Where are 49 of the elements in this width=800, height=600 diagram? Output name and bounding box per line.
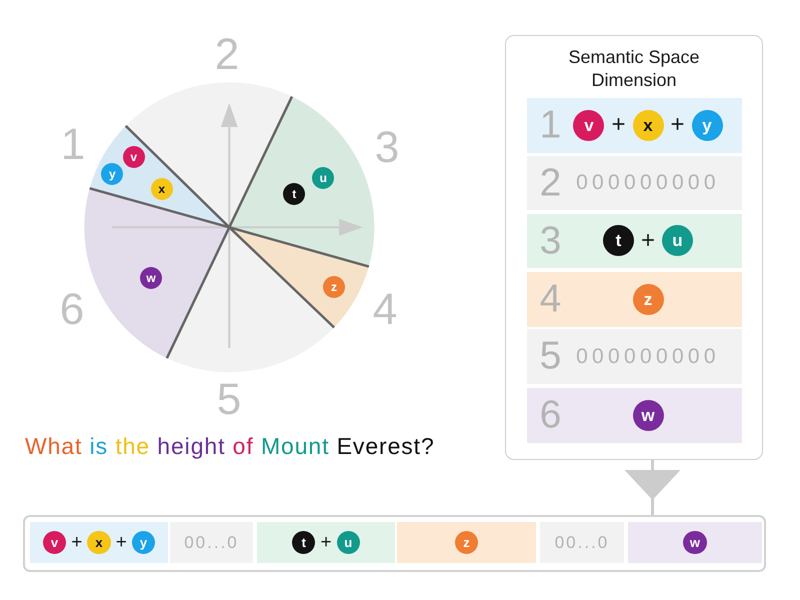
dimension-panel [505, 35, 763, 460]
row-number: 5 [540, 336, 562, 376]
row-number: 1 [540, 106, 562, 144]
sector-number: 3 [374, 126, 400, 170]
vector-bar [23, 515, 766, 572]
letter-circle: y [132, 530, 156, 554]
plus-sign: + [611, 113, 626, 137]
letter-circle: t [292, 530, 316, 554]
zero-digits: 000000000 [576, 172, 720, 193]
vector-segment [628, 522, 762, 563]
plus-sign: + [320, 533, 332, 552]
plus-sign: + [116, 533, 127, 552]
letter-circle: v [42, 530, 66, 554]
vector-segment [30, 522, 168, 563]
letter-circle: u [662, 225, 693, 256]
sector-number: 6 [60, 288, 84, 332]
plus-sign: + [670, 113, 685, 137]
dimension-row [526, 98, 742, 152]
panel-title: Semantic Space Dimension [567, 46, 701, 92]
letter-circle: z [632, 284, 664, 314]
letter-circle: u [336, 530, 360, 554]
sector-number: 2 [214, 33, 240, 77]
dimension-row [526, 388, 742, 442]
letter-circle: y [692, 110, 723, 140]
zero-digits: 00...0 [184, 534, 239, 551]
sector-number: 4 [372, 288, 398, 332]
sector-number: 1 [60, 123, 86, 167]
plus-sign: + [640, 228, 655, 252]
sector-number: 5 [216, 378, 242, 422]
letter-circle: t [602, 225, 634, 256]
question-text: What is the height of Mount Everest? [25, 433, 435, 459]
plus-sign: + [71, 533, 82, 552]
letter-circle: x [87, 530, 111, 554]
vector-segment [397, 522, 536, 563]
zero-digits: 00...0 [554, 534, 610, 551]
vector-segment [257, 522, 395, 563]
row-number: 4 [540, 280, 562, 318]
dimension-row [526, 328, 742, 384]
letter-circle: z [454, 530, 478, 554]
row-number: 2 [540, 163, 562, 202]
row-number: 3 [540, 221, 562, 260]
zero-digits: 000000000 [576, 346, 720, 366]
row-number: 6 [540, 396, 562, 434]
dimension-row [526, 214, 742, 268]
letter-circle: w [632, 400, 664, 430]
letter-circle: w [683, 530, 707, 554]
dimension-row [526, 272, 742, 326]
letter-circle: x [632, 110, 664, 140]
letter-circle: v [573, 110, 604, 140]
